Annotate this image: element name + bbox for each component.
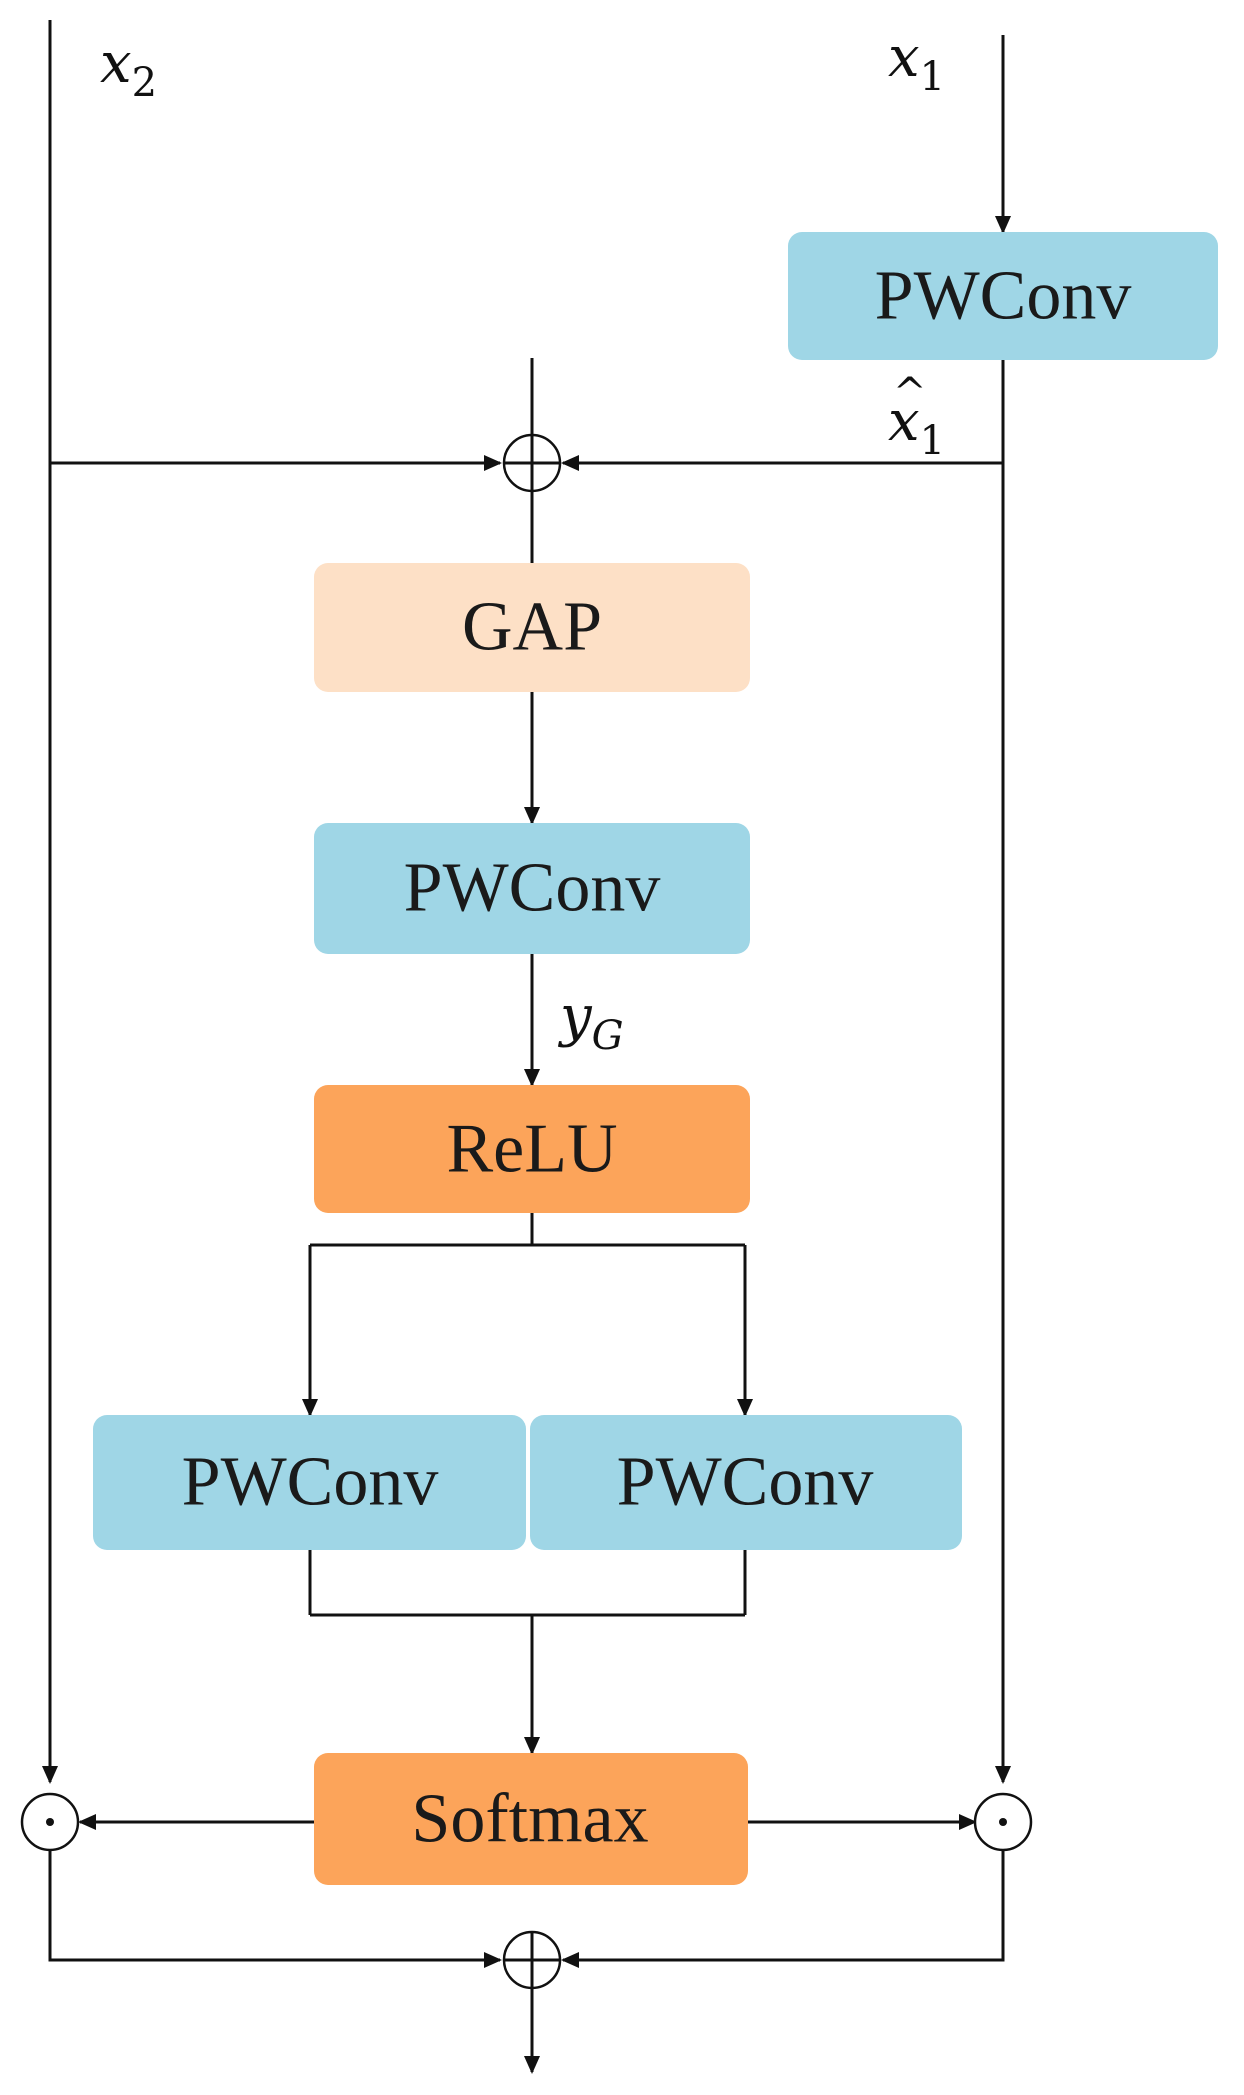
- wire-left-mul-to-add: [48, 1850, 502, 1968]
- softmax-block: Softmax: [314, 1753, 748, 1885]
- x1-hat-accent: ^: [893, 370, 927, 416]
- svg-text:PWConv: PWConv: [182, 1444, 439, 1521]
- add-top-operator: [502, 433, 562, 493]
- multiply-left-operator: [20, 1792, 80, 1852]
- pwconv-right-block: PWConv: [530, 1415, 962, 1550]
- svg-text:PWConv: PWConv: [875, 258, 1132, 335]
- pwconv-top-block: PWConv: [788, 232, 1218, 360]
- yg-label: yG: [557, 984, 624, 1059]
- x1-hat-label: x1: [888, 389, 945, 464]
- add-bottom-operator: [502, 1930, 562, 1990]
- pwconv-left-block: PWConv: [93, 1415, 526, 1550]
- wire-right-mul-to-add: [561, 1850, 1005, 1968]
- svg-text:Softmax: Softmax: [411, 1781, 648, 1858]
- multiply-right-operator: [973, 1792, 1033, 1852]
- input-x1-label: x1: [888, 25, 945, 100]
- input-x2-label: x2: [100, 31, 157, 106]
- svg-text:PWConv: PWConv: [617, 1444, 874, 1521]
- pwconv-mid-block: PWConv: [314, 823, 750, 954]
- svg-text:GAP: GAP: [462, 589, 602, 666]
- gap-block: GAP: [314, 563, 750, 692]
- svg-text:PWConv: PWConv: [404, 850, 661, 927]
- relu-block: ReLU: [314, 1085, 750, 1213]
- svg-text:ReLU: ReLU: [446, 1111, 617, 1188]
